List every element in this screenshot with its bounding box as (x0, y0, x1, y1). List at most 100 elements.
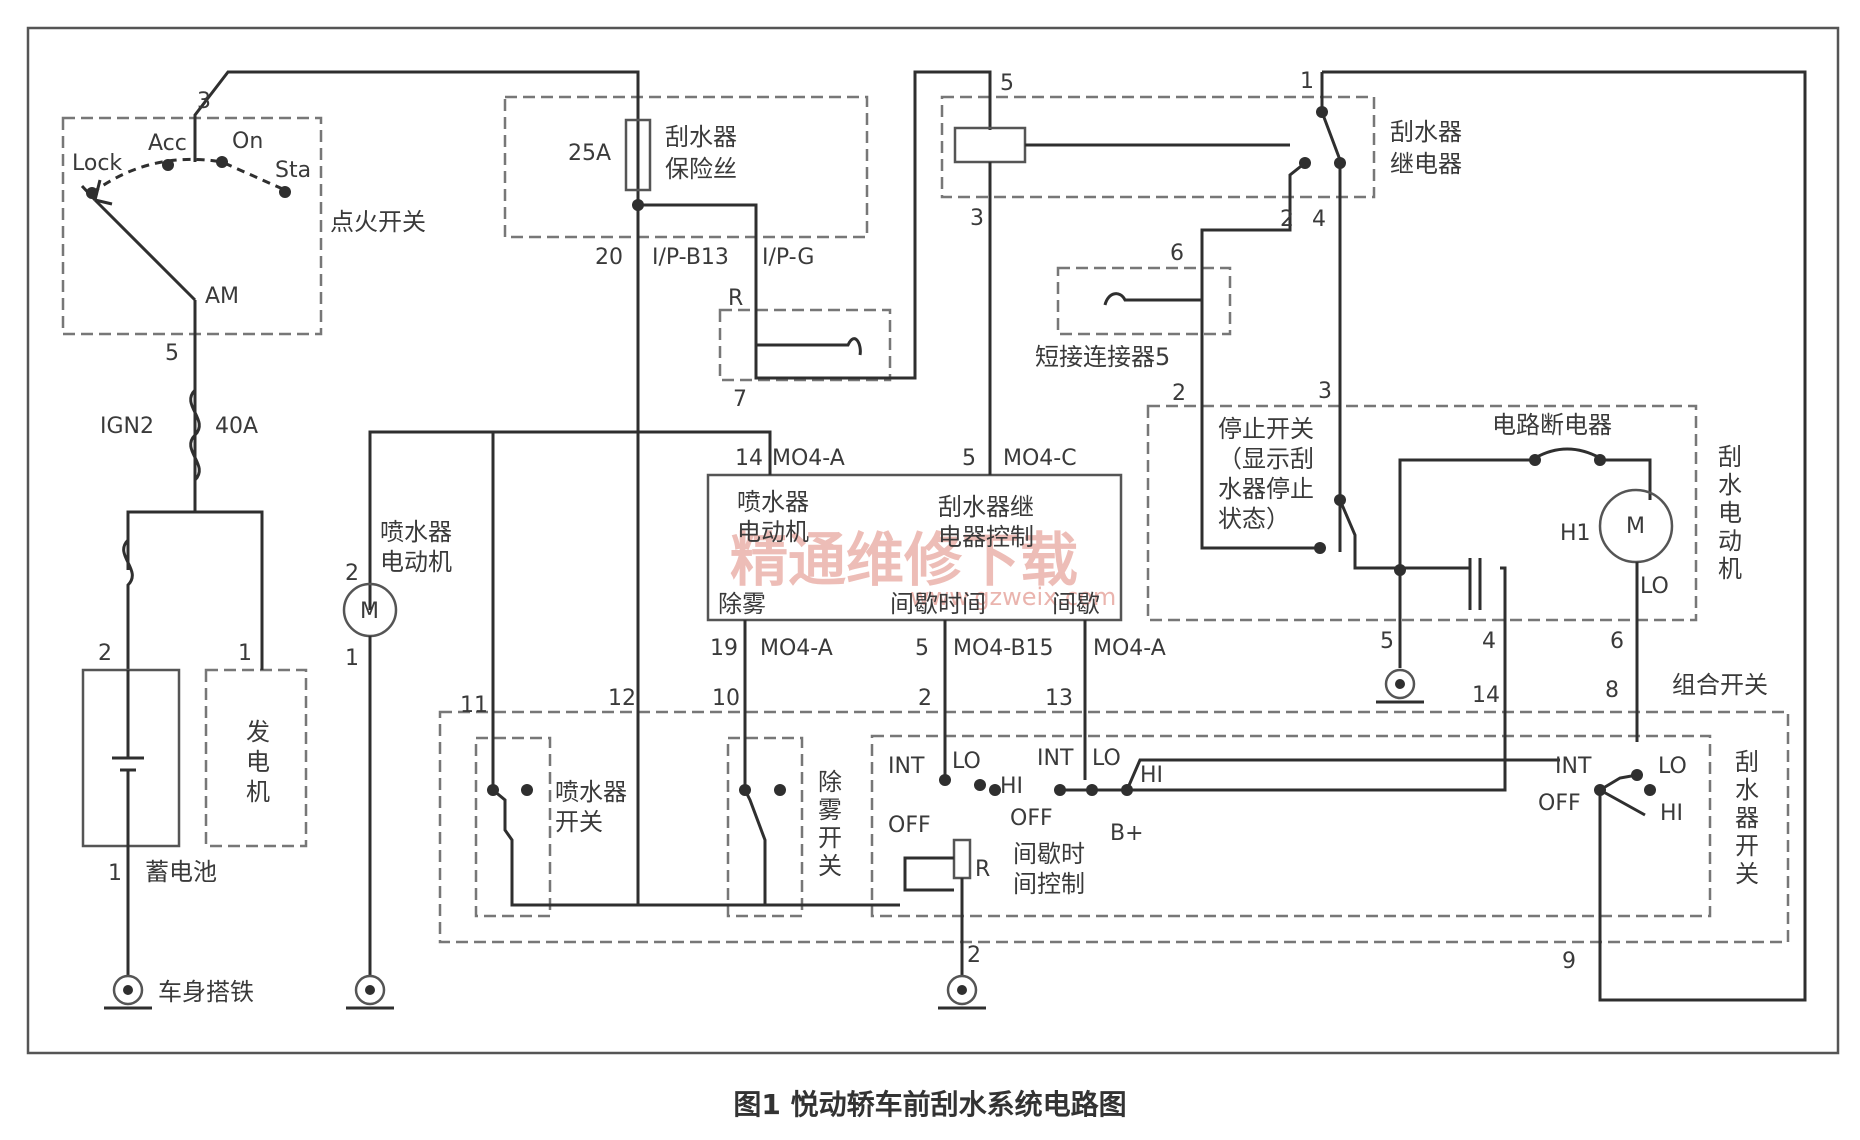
short-connector-box (1056, 266, 1232, 336)
watermark-text: 精通维修下载 (730, 526, 1078, 594)
label-ip-b13: I/P-B13 (652, 245, 729, 270)
pin-number: 4 (1482, 629, 1496, 654)
label-lo-3: LO (1658, 754, 1687, 779)
label-circuit-breaker: 电路断电器 (1492, 411, 1612, 439)
label-25a: 25A (568, 141, 611, 166)
label-ds-l3: 开 (818, 824, 842, 852)
pin-number: 2 (98, 641, 112, 666)
pin-number: 5 (165, 341, 179, 366)
pin-number: 3 (1318, 379, 1332, 404)
pin-number: 5 (915, 636, 929, 661)
pin-number: 5 (1380, 629, 1394, 654)
label-relay-l1: 刮水器 (1390, 118, 1462, 146)
generator-box (204, 668, 308, 848)
label-battery: 蓄电池 (145, 858, 217, 886)
wiper-motor-box (1146, 404, 1698, 622)
label-washer-switch: 喷水器 开关 (555, 778, 635, 836)
fuse-25a-symbol (624, 118, 652, 192)
label-wm-l5: 机 (1718, 555, 1742, 583)
label-combo-switch: 组合开关 (1672, 671, 1768, 699)
washer-switch-box (474, 736, 552, 918)
interval-resistor-symbol (952, 838, 972, 880)
label-module-relay-ctrl: 刮水器继 电器控制 (938, 493, 1042, 551)
pin-number: 5 (962, 446, 976, 471)
label-ds-l4: 关 (818, 852, 842, 880)
label-lo-1: LO (952, 749, 981, 774)
label-ds-l1: 除 (818, 768, 842, 796)
pin-number: 19 (710, 636, 738, 661)
control-module-box (706, 473, 1123, 622)
label-bplus: B+ (1110, 821, 1144, 846)
label-ds-l2: 雾 (818, 796, 842, 824)
label-mo4a-19: MO4-A (760, 636, 833, 661)
pin-number: 2 (967, 943, 981, 968)
washer-ground-symbol (354, 974, 386, 1006)
defog-switch-box (726, 736, 804, 918)
label-wsw-l5: 关 (1735, 860, 1759, 888)
pin-number: 8 (1605, 678, 1619, 703)
label-off-2: OFF (1010, 806, 1053, 831)
label-mw-l2: 电动机 (737, 518, 809, 546)
label-ign2: IGN2 (100, 414, 154, 439)
label-stop-l4: 状态） (1218, 505, 1290, 533)
label-mw-l1: 喷水器 (737, 488, 809, 516)
pin-number: 4 (1312, 207, 1326, 232)
label-ip-g: I/P-G (762, 245, 814, 270)
label-ws-l2: 开关 (555, 808, 603, 836)
label-hi-1: HI (1000, 774, 1023, 799)
label-stop-l3: 水器停止 (1218, 475, 1314, 503)
figure-caption: 图1 悦动轿车前刮水系统电路图 (733, 1088, 1127, 1121)
label-int-1: INT (888, 754, 925, 779)
label-module-defog: 除雾 (718, 590, 766, 618)
label-gen-l1: 发 (246, 718, 270, 746)
pin-numbers: 3 5 20 7 5 3 2 4 1 6 2 3 14 5 2 1 2 1 1 … (98, 69, 1624, 974)
pin-number: 2 (1280, 207, 1294, 232)
motor-ground-symbol (1384, 668, 1416, 700)
pin-number: 20 (595, 245, 623, 270)
label-body-ground: 车身搭铁 (158, 978, 254, 1006)
label-gen-l3: 机 (246, 778, 270, 806)
label-module-washer: 喷水器 电动机 (737, 488, 817, 546)
pin-number: 6 (1610, 629, 1624, 654)
label-mo4a-13: MO4-A (1093, 636, 1166, 661)
label-relay-l2: 继电器 (1390, 150, 1462, 178)
label-wm-l2: 水 (1718, 471, 1742, 499)
label-wm-l3: 电 (1718, 499, 1742, 527)
pin-number: 11 (460, 693, 488, 718)
body-ground-symbol (112, 974, 144, 1006)
pin-number: 1 (238, 641, 252, 666)
label-module-interval: 间歇 (1052, 590, 1100, 618)
label-mr-l2: 电器控制 (938, 523, 1034, 551)
label-mr-l1: 刮水器继 (938, 493, 1034, 521)
label-off-3: OFF (1538, 791, 1581, 816)
pin-number: 3 (197, 89, 211, 114)
label-mo4a-top: MO4-A (772, 446, 845, 471)
pin-number: 10 (712, 686, 740, 711)
label-wsm-l2: 电动机 (380, 548, 452, 576)
label-module-interval-time: 间歇时间 (890, 590, 986, 618)
label-m-washer: M (360, 599, 379, 624)
label-sta: Sta (275, 158, 311, 183)
label-wsw-l1: 刮 (1735, 748, 1759, 776)
label-am: AM (205, 284, 239, 309)
label-washer-motor: 喷水器 电动机 (380, 518, 460, 576)
label-40a: 40A (215, 414, 258, 439)
label-int-3: INT (1555, 754, 1592, 779)
label-stop-l1: 停止开关 (1218, 415, 1314, 443)
pin-number: 14 (1472, 683, 1500, 708)
pin-number: 2 (918, 686, 932, 711)
label-short-connector: 短接连接器5 (1035, 343, 1170, 371)
pin-number: 13 (1045, 686, 1073, 711)
fuse-box (503, 95, 869, 239)
pin-number: 7 (733, 387, 747, 412)
label-wsw-l3: 器 (1735, 804, 1759, 832)
pin-number: 6 (1170, 241, 1184, 266)
pin-number: 1 (1300, 69, 1314, 94)
label-wm-l1: 刮 (1718, 443, 1742, 471)
pin-number: 5 (1000, 71, 1014, 96)
ignition-switch-box (61, 116, 323, 336)
label-mo4c: MO4-C (1003, 446, 1077, 471)
label-m-wiper: M (1626, 514, 1645, 539)
connector-r-box (718, 308, 892, 382)
